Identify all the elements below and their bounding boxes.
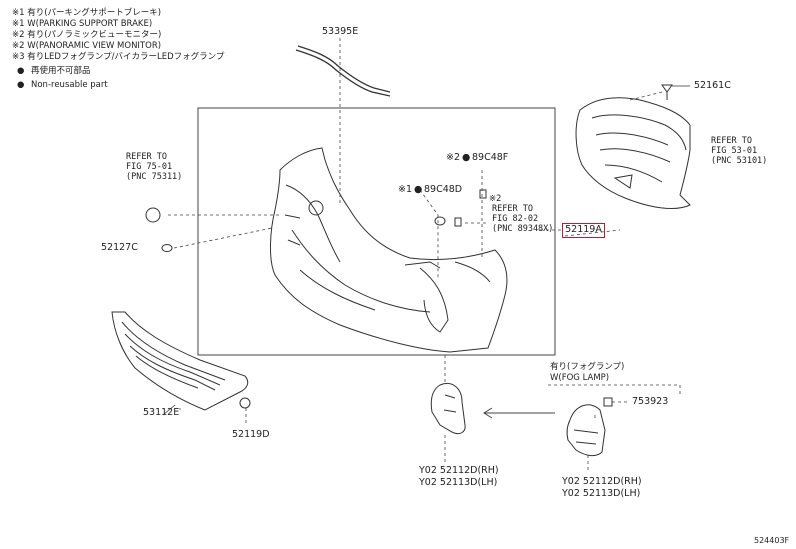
clip-89c48d [434,216,446,226]
label-52112d-rh-right: Y02 52112D(RH) [562,476,642,487]
bracket-52161c [575,97,691,210]
screw-52161c [661,84,673,100]
label-53112e: 53112E [143,407,180,418]
bullet-89c48d: ● [414,184,423,195]
label-89c48f: 89C48F [472,152,509,163]
label-52127c: 52127C [101,242,138,253]
ref-right-2: FIG 53-01 [711,146,758,156]
label-52119d: 52119D [232,429,270,440]
note-3: ※2 有り(パノラミックビューモニター) [12,30,162,40]
note-1: ※1 有り(パーキングサポートブレーキ) [12,8,162,18]
ref-center-3: (PNC 89348X) [492,224,554,234]
label-52119a-highlight[interactable]: 52119A [562,223,605,238]
ref-left-1: REFER TO [126,152,167,162]
legend-text-jp: 再使用不可部品 [31,66,91,76]
ref-left-3: (PNC 75311) [126,172,183,182]
label-52161c: 52161C [694,80,731,91]
legend-text-en: Non-reusable part [31,80,108,90]
label-89c48d: 89C48D [424,184,463,195]
ref-right-1: REFER TO [711,136,752,146]
bumper-cover-52119a [269,147,508,353]
legend-symbol-jp: ● [17,66,25,76]
clip-52119d [239,397,251,409]
bracket-89348x [454,217,462,227]
label-753923: 753923 [632,396,669,407]
label-52112d-rh-left: Y02 52112D(RH) [419,465,499,476]
grille-53112e [111,311,249,411]
molding-53395e [295,45,391,97]
ref-center-1: REFER TO [492,204,533,214]
note-5: ※3 有りLEDフォグランプ/バイカラーLEDフォグランプ [12,52,225,62]
label-52113d-lh-left: Y02 52113D(LH) [419,477,498,488]
ref-center-2: FIG 82-02 [492,214,539,224]
clip-89c48f [479,189,487,199]
ref-left-2: FIG 75-01 [126,162,173,172]
ref-right-3: (PNC 53101) [711,156,768,166]
bullet-89c48f: ● [462,152,471,163]
legend-symbol-en: ● [17,80,25,90]
fog-note-jp: 有り(フォグランプ) [550,362,625,372]
screw-753923 [603,397,613,407]
fog-bracket-right [566,404,606,457]
diagram-id: 524403F [754,536,790,545]
note-2: ※1 W(PARKING SUPPORT BRAKE) [12,19,153,29]
ref-center-mark: ※2 [489,194,502,204]
assembly-frame [197,107,556,356]
note-4: ※2 W(PANORAMIC VIEW MONITOR) [12,41,162,51]
clip-75311 [145,207,161,223]
fog-bracket-left [430,383,466,435]
fog-note-en: W(FOG LAMP) [550,373,610,383]
clip-52127c [161,244,173,252]
label-53395e: 53395E [322,26,359,37]
label-52113d-lh-right: Y02 52113D(LH) [562,488,641,499]
mark-89c48f: ※2 [446,152,461,163]
mark-89c48d: ※1 [398,184,413,195]
